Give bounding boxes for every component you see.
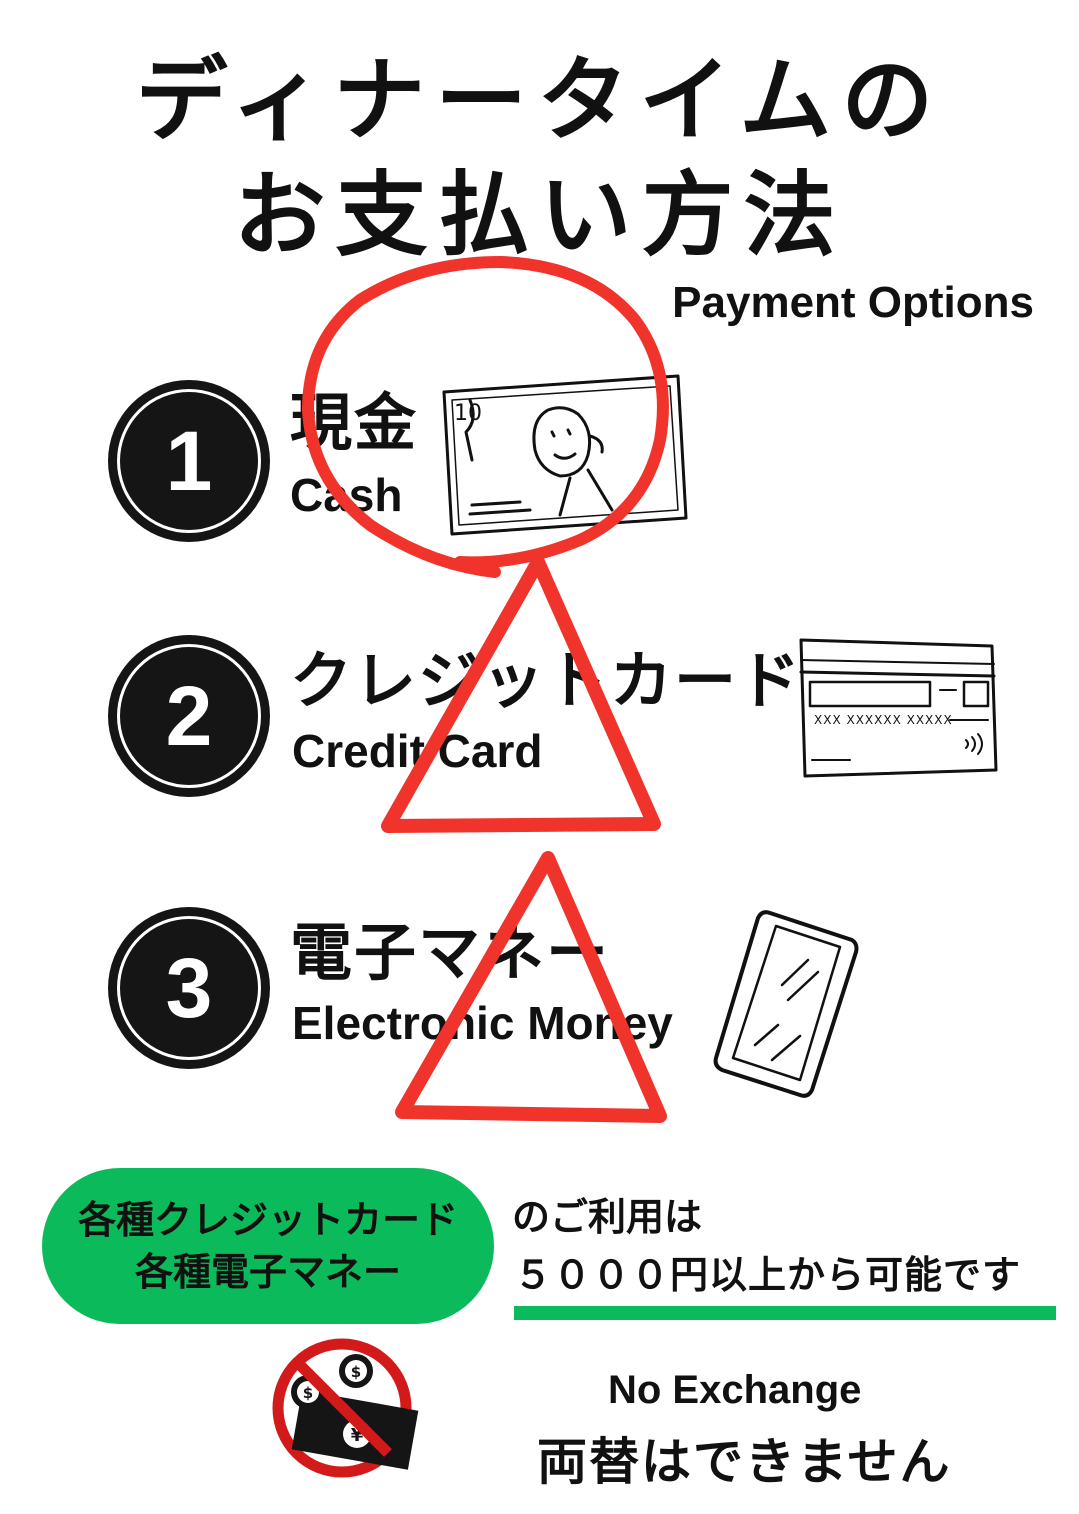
page-title-line1: ディナータイムの [135,47,944,154]
no-exchange-en: No Exchange [608,1368,862,1412]
svg-text:$: $ [351,1363,361,1381]
svg-text:$: $ [303,1384,313,1402]
banknote-value: 10 [454,401,482,426]
no-exchange-jp: 両替はできません [537,1433,952,1491]
cash-circle-mark [302,256,669,578]
page-subtitle: Payment Options [672,278,1034,327]
credit-card-triangle-mark [381,555,661,833]
option-1-number-badge: 1 [111,383,267,539]
option-1-number: 1 [165,413,213,508]
notice-line-2: ５０００円以上から可能です [514,1253,1022,1297]
page-title-line2: お支払い方法 [233,162,846,269]
option-2-number-badge: 2 [111,638,267,794]
option-2-number: 2 [165,668,213,763]
option-2-jp-label: クレジットカード [290,644,803,717]
credit-card-icon: XXX XXXXXX XXXXX [799,638,998,778]
smartphone-icon [713,910,859,1098]
electronic-money-triangle-mark [395,851,667,1123]
notice-underline [514,1306,1056,1320]
pill-line-1: 各種クレジットカード [77,1198,458,1242]
card-number: XXX XXXXXX XXXXX [814,713,953,727]
no-exchange-icon: ¥ $ $ [272,1338,419,1478]
notice-line-1: のご利用は [512,1195,703,1239]
banknote-icon: 10 [442,374,688,536]
option-3-number-badge: 3 [111,910,267,1066]
option-3-number: 3 [165,940,213,1035]
payment-methods-pill: 各種クレジットカード 各種電子マネー [42,1168,494,1324]
option-3-jp-label: 電子マネー [290,916,611,989]
pill-line-2: 各種電子マネー [134,1250,401,1294]
